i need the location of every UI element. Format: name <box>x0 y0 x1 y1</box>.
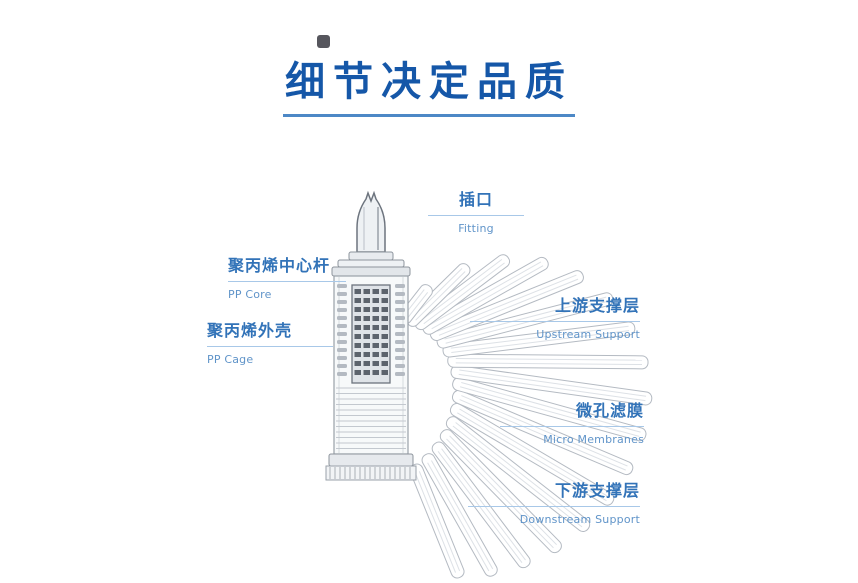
label-pp-core-zh: 聚丙烯中心杆 <box>228 256 331 275</box>
cage-rib-texture <box>336 387 406 449</box>
label-downstream-support-en: Downstream Support <box>519 513 640 526</box>
membrane-sheet <box>447 353 649 370</box>
label-micro-membranes-zh: 微孔滤膜 <box>575 401 644 420</box>
membrane-sheet <box>429 270 584 341</box>
membrane-sheet <box>439 429 562 554</box>
membrane-sheet <box>409 463 465 579</box>
label-upstream-support-zh: 上游支撑层 <box>554 296 640 315</box>
label-fitting-en: Fitting <box>458 222 494 235</box>
callout-line-membrane <box>500 426 644 427</box>
decorative-mark <box>317 35 330 48</box>
fitting-part <box>356 190 386 253</box>
callout-line-pp-core <box>228 281 346 282</box>
membrane-sheet <box>436 292 614 349</box>
label-pp-cage-zh: 聚丙烯外壳 <box>207 321 293 340</box>
end-cap-part <box>328 453 414 467</box>
label-micro-membranes-en: Micro Membranes <box>543 433 644 446</box>
label-upstream-support: 上游支撑层 Upstream Support <box>470 296 642 341</box>
membrane-sheet <box>452 377 647 442</box>
pleat-skirt-part <box>325 465 417 481</box>
membrane-sheet <box>450 364 653 406</box>
membrane-sheet <box>451 389 634 476</box>
label-fitting-zh: 插口 <box>458 190 493 209</box>
cartridge-body <box>325 190 417 481</box>
membrane-sheet <box>449 402 615 506</box>
label-downstream-support-zh: 下游支撑层 <box>554 481 640 500</box>
callout-line-fitting <box>428 215 524 216</box>
callout-line-upstream <box>470 321 640 322</box>
callout-line-pp-cage <box>207 346 333 347</box>
membrane-sheet <box>442 321 636 358</box>
callout-line-downstream <box>468 506 640 507</box>
label-pp-core: 聚丙烯中心杆 PP Core <box>228 256 346 301</box>
membrane-sheet <box>422 256 549 335</box>
membrane-sheet <box>414 254 511 331</box>
label-fitting: 插口 Fitting <box>398 190 524 235</box>
title-block: 细节决定品质 <box>0 58 858 117</box>
core-grid-texture <box>354 289 388 375</box>
title-underline <box>283 114 575 117</box>
page-title: 细节决定品质 <box>285 59 573 105</box>
cage-slot-texture <box>337 284 405 376</box>
skirt-pleat-texture <box>329 467 411 479</box>
label-pp-cage: 聚丙烯外壳 PP Cage <box>207 321 333 366</box>
label-pp-cage-en: PP Cage <box>207 353 254 366</box>
membrane-sheet <box>421 453 498 577</box>
collar-part <box>331 251 411 277</box>
label-pp-core-en: PP Core <box>228 288 272 301</box>
label-micro-membranes: 微孔滤膜 Micro Membranes <box>500 401 646 446</box>
membrane-fan <box>398 254 653 579</box>
label-downstream-support: 下游支撑层 Downstream Support <box>468 481 642 526</box>
label-upstream-support-en: Upstream Support <box>536 328 640 341</box>
